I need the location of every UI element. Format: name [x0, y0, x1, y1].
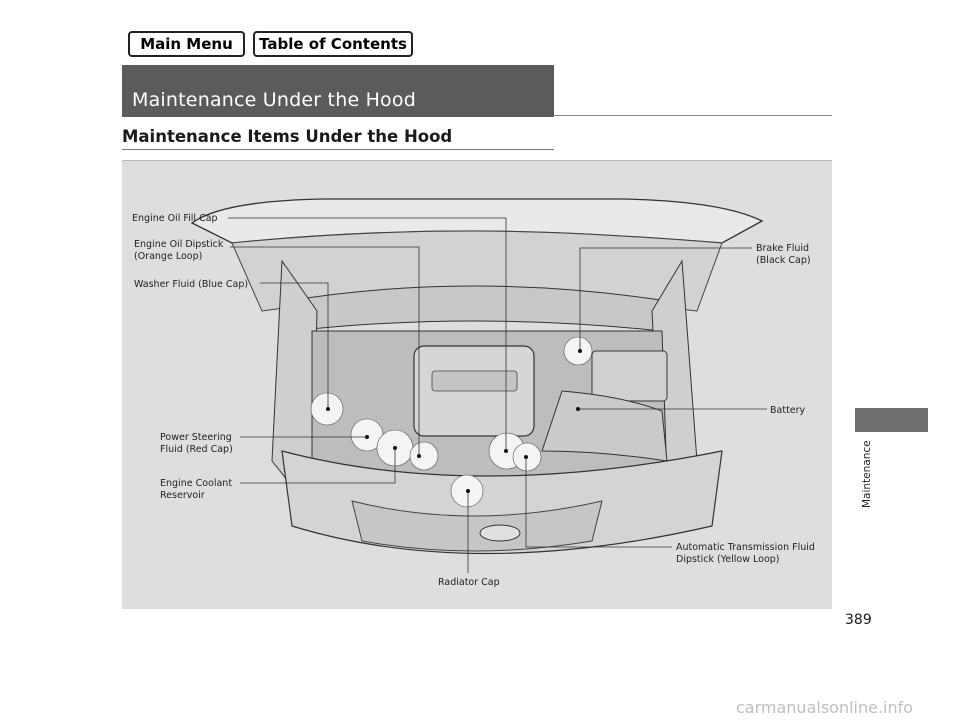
- label-brake-fluid-line1: Brake Fluid: [756, 243, 809, 254]
- page-subheading: Maintenance Items Under the Hood: [122, 127, 453, 146]
- engine-cover-plate: [431, 370, 518, 392]
- callout-dots: [326, 349, 582, 493]
- callout-lines: [228, 217, 767, 573]
- label-atf-dipstick-line2: Dipstick (Yellow Loop): [676, 554, 780, 565]
- battery-box: [591, 350, 668, 402]
- chapter-side-label: Maintenance: [861, 440, 873, 508]
- page-number: 389: [845, 612, 872, 628]
- label-engine-coolant-line1: Engine Coolant: [160, 478, 232, 489]
- chapter-side-tab: [855, 408, 928, 432]
- main-menu-button[interactable]: Main Menu: [128, 31, 245, 57]
- label-power-steering-line1: Power Steering: [160, 432, 232, 443]
- subheading-rule: [122, 149, 554, 150]
- table-of-contents-button[interactable]: Table of Contents: [253, 31, 413, 57]
- engine-bay-drawing: Engine Oil Fill Cap Engine Oil Dipstick …: [132, 198, 815, 588]
- grille: [351, 500, 603, 552]
- engine-oil-dipstick-loop: [409, 441, 439, 471]
- label-engine-oil-dipstick-line2: (Orange Loop): [134, 251, 202, 262]
- section-header: Maintenance Under the Hood: [122, 65, 554, 115]
- emblem: [479, 524, 521, 542]
- label-engine-coolant-line2: Reservoir: [160, 490, 205, 501]
- watermark: carmanualsonline.info: [736, 698, 914, 717]
- label-engine-oil-dipstick-line1: Engine Oil Dipstick: [134, 239, 224, 250]
- label-atf-dipstick-line1: Automatic Transmission Fluid: [676, 542, 815, 553]
- label-engine-oil-fill-cap: Engine Oil Fill Cap: [132, 213, 218, 224]
- label-power-steering-line2: Fluid (Red Cap): [160, 444, 233, 455]
- label-radiator-cap: Radiator Cap: [438, 577, 500, 588]
- label-battery: Battery: [770, 405, 806, 416]
- header-rule: [122, 115, 554, 117]
- header-rule-right: [554, 115, 832, 116]
- section-title: Maintenance Under the Hood: [132, 89, 416, 111]
- label-brake-fluid-line2: (Black Cap): [756, 255, 811, 266]
- engine-bay-illustration: Engine Oil Fill Cap Engine Oil Dipstick …: [122, 160, 832, 609]
- label-washer-fluid: Washer Fluid (Blue Cap): [134, 279, 248, 290]
